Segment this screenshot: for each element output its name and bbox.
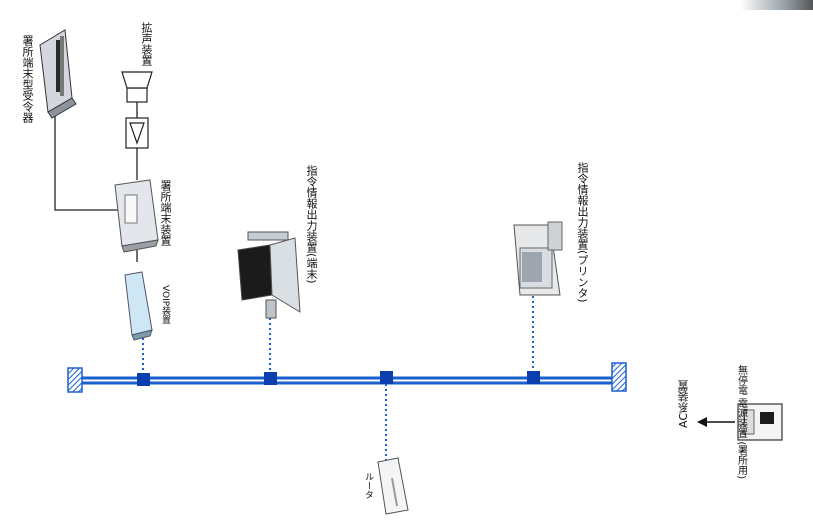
label-command-terminal: 指令情報出力装置(端末) (305, 165, 318, 284)
printer-device (513, 221, 563, 296)
ac-arrow (697, 417, 735, 427)
office-terminal-device (114, 179, 159, 253)
terminal-receiver-device (39, 29, 77, 119)
amplifier-symbol (125, 117, 149, 149)
label-ups-line3: (署所用) (735, 441, 747, 480)
speaker-device (121, 71, 153, 103)
wiring (54, 102, 138, 262)
label-command-printer: 指令情報出力装置(プリンタ) (576, 162, 589, 303)
label-ups-line2: 電源装置 (735, 398, 747, 439)
command-terminal-device (237, 231, 301, 319)
label-router: ルータ (363, 472, 373, 499)
router-device (377, 457, 409, 515)
label-voip: VOIP装置 (160, 285, 170, 325)
ups-device (737, 403, 783, 441)
bus-node-printer (527, 371, 540, 384)
bus-node-router (380, 371, 393, 384)
bus-terminator-left (67, 367, 83, 393)
label-ac: AC系装置 (677, 380, 690, 429)
label-ups-line1: 無停電 (735, 365, 747, 395)
label-terminal-receiver: 署所端末型受令器 (21, 35, 34, 123)
label-speaker: 拡声装置 (140, 22, 153, 66)
drop-lines (142, 296, 534, 462)
bus-terminator-right (611, 362, 627, 392)
lan-bus (80, 376, 615, 385)
label-ups: 無停電 電源装置 (署所用) (735, 365, 747, 479)
bus-node-voip (137, 373, 150, 386)
corner-graphic (740, 0, 813, 10)
voip-device (124, 271, 153, 341)
label-office-terminal: 署所端末装置 (159, 180, 172, 246)
bus-node-terminal (264, 372, 277, 385)
